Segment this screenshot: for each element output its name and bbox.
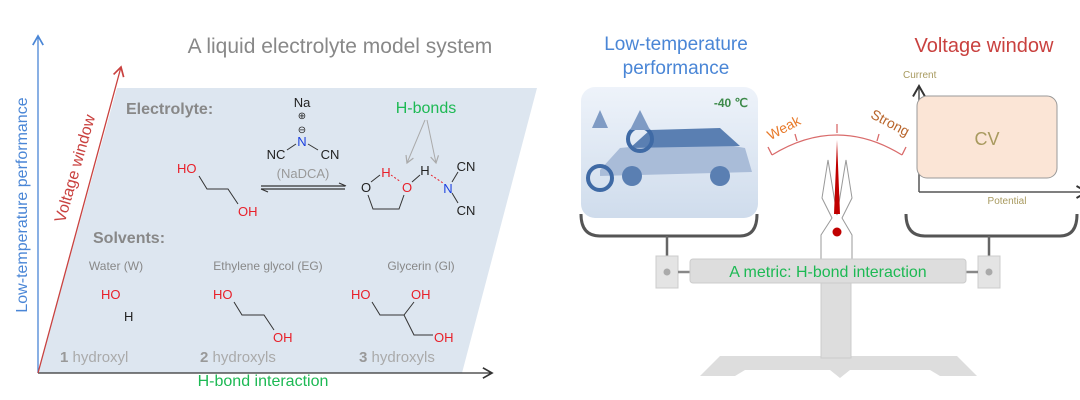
hydroxyl-count-eg: 2 hydroxyls [200,349,276,366]
eg-reactant-molecule: HO OH [177,161,258,219]
ho-group: HO [101,287,121,302]
equilibrium-arrows [260,182,347,193]
cv-x-label: Potential [988,196,1027,207]
o-atom: O [361,180,371,195]
nc-group: NC [267,147,286,162]
oh-group: OH [273,330,293,345]
solvents-label: Solvents: [93,230,165,247]
cn-group: CN [457,203,476,218]
beam-label: A metric: H-bond interaction [729,264,926,281]
needle-holder [820,159,853,284]
nadca-name: (NaDCA) [277,166,330,181]
hbond-complex: O H O H N CN CN [361,159,475,218]
voltage-window-title: Voltage window [915,35,1055,57]
solvent-name-eg: Ethylene glycol (EG) [213,259,322,273]
gauge-arc [771,134,903,156]
eg-molecule: HO OH [213,287,293,345]
scale-post [820,282,852,359]
na-atom: Na [294,95,311,110]
oh-group: OH [411,287,431,302]
nadca-molecule: Na ⊕ ⊖ N NC CN (NaDCA) [267,95,340,181]
low-temp-title-line2: performance [623,58,730,79]
ho-group: HO [177,161,197,176]
low-temp-title: Low-temperature [604,34,748,55]
balance-scale: A metric: H-bond interaction [579,140,1079,378]
cv-y-label: Current [903,70,937,81]
hydroxyl-count-water: 1 hydroxyl [60,349,128,366]
gauge-ticks [767,124,907,156]
o-atom: O [402,180,412,195]
ho-group: HO [213,287,233,302]
snow-car-photo: -40 ℃ [581,87,758,218]
n-atom: N [297,134,306,149]
left-pan [579,213,759,238]
cv-box [916,95,1058,179]
hbonds-label: H-bonds [396,100,456,117]
ho-group: HO [351,287,371,302]
temperature-label: -40 ℃ [714,96,748,110]
left-panel: A liquid electrolyte model system Low-te… [14,34,537,390]
h-atom: H [420,163,429,178]
gauge-needle [834,140,840,214]
gauge-weak-label: Weak [764,112,804,143]
right-panel: Low-temperature performance Voltage wind… [579,34,1080,378]
oh-group: OH [238,204,258,219]
solvent-name-water: Water (W) [89,259,143,273]
cn-group: CN [321,147,340,162]
gauge-strong-label: Strong [868,106,912,139]
left-title: A liquid electrolyte model system [188,35,493,58]
cv-box-label: CV [974,129,999,149]
y-axis-label: Low-temperature performance [14,97,31,312]
voltage-axis [37,65,125,374]
oh-group: OH [434,330,454,345]
x-axis-label: H-bond interaction [198,373,329,390]
h-atom: H [124,309,133,324]
scale-beam [689,258,967,284]
solvent-name-glycerin: Glycerin (Gl) [387,259,454,273]
cn-group: CN [457,159,476,174]
pivot-dot [832,227,842,237]
scale-base [700,356,977,378]
n-atom: N [443,181,452,196]
glycerin-molecule: HO OH OH [351,287,454,345]
right-pan [904,213,1079,238]
hydroxyl-count-glycerin: 3 hydroxyls [359,349,435,366]
minus-charge: ⊖ [298,125,306,136]
water-molecule: HO H [101,287,133,324]
electrolyte-label: Electrolyte: [126,101,213,118]
plus-charge: ⊕ [298,111,306,122]
h-atom: H [381,165,390,180]
